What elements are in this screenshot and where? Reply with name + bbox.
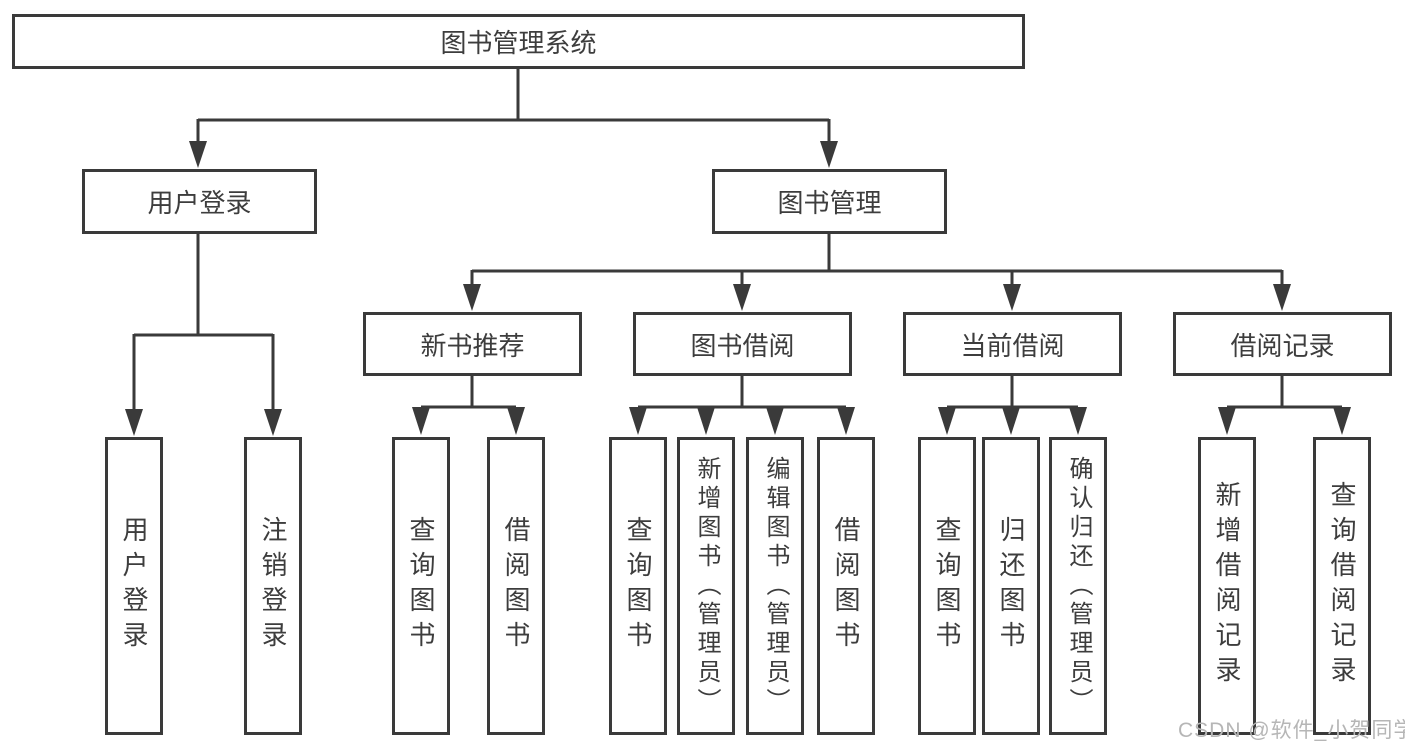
connector-book-borrow-branch: [638, 375, 846, 409]
leaf-add-borrow-record: 新增借阅记录: [1198, 437, 1256, 735]
connector-book-management-to-level3: [470, 233, 1284, 286]
arrowhead: [412, 407, 430, 435]
node-label: 图书管理系统: [440, 28, 597, 58]
node-label: 借阅图书: [501, 516, 531, 656]
arrowhead: [189, 141, 207, 168]
leaf-query-borrow-record: 查询借阅记录: [1313, 437, 1371, 735]
arrowhead: [629, 407, 647, 435]
arrowhead: [507, 407, 525, 435]
node-label: 查询图书: [932, 516, 962, 656]
watermark: CSDN @软件_小贺同学: [1178, 719, 1405, 742]
node-library-management-system: 图书管理系统: [12, 14, 1025, 69]
connector-root-to-level2: [196, 67, 831, 143]
node-label: 注销登录: [258, 516, 288, 656]
leaf-logout: 注销登录: [244, 437, 302, 735]
node-borrow-records: 借阅记录: [1173, 312, 1392, 376]
node-user-login: 用户登录: [82, 169, 317, 234]
node-label: 确认归还（管理员）: [1065, 455, 1092, 717]
arrowhead: [1002, 407, 1020, 435]
node-label: 借阅记录: [1230, 330, 1335, 361]
connector-borrow-records-branch: [1227, 375, 1342, 409]
node-label: 用户登录: [147, 188, 252, 218]
leaf-user-login: 用户登录: [105, 437, 163, 735]
arrowhead: [1273, 284, 1291, 311]
arrowhead: [1003, 284, 1021, 311]
leaf-query-books-current: 查询图书: [918, 437, 976, 735]
node-book-management: 图书管理: [712, 169, 947, 234]
node-label: 新增借阅记录: [1212, 481, 1242, 691]
node-label: 图书管理: [777, 188, 882, 218]
arrowhead: [733, 284, 751, 311]
node-book-borrow: 图书借阅: [633, 312, 852, 376]
connector-new-book-branch: [421, 375, 516, 409]
arrowhead: [697, 407, 715, 435]
arrowhead: [820, 141, 838, 168]
connector-current-borrow-branch: [947, 375, 1078, 409]
arrowhead: [766, 407, 784, 435]
node-label: 编辑图书（管理员）: [762, 455, 789, 717]
node-label: 当前借阅: [960, 330, 1065, 361]
node-label: 图书借阅: [690, 330, 795, 361]
node-label: 查询借阅记录: [1327, 481, 1357, 691]
arrowhead: [264, 409, 282, 436]
node-label: 新书推荐: [420, 330, 525, 361]
leaf-query-books-recommend: 查询图书: [392, 437, 450, 735]
node-label: 用户登录: [119, 516, 149, 656]
node-current-borrow: 当前借阅: [903, 312, 1122, 376]
leaf-add-book-admin: 新增图书（管理员）: [677, 437, 735, 735]
node-label: 借阅图书: [831, 516, 861, 656]
leaf-return-books: 归还图书: [982, 437, 1040, 735]
connector-user-login-branch: [132, 233, 275, 411]
arrowhead: [1333, 407, 1351, 435]
leaf-edit-book-admin: 编辑图书（管理员）: [746, 437, 804, 735]
node-label: 新增图书（管理员）: [693, 455, 720, 717]
arrowhead: [938, 407, 956, 435]
leaf-confirm-return-admin: 确认归还（管理员）: [1049, 437, 1107, 735]
leaf-borrow-books: 借阅图书: [817, 437, 875, 735]
arrowhead: [837, 407, 855, 435]
arrowhead: [463, 284, 481, 311]
arrowhead: [1069, 407, 1087, 435]
node-new-book-recommend: 新书推荐: [363, 312, 582, 376]
arrowhead: [1218, 407, 1236, 435]
leaf-borrow-books-recommend: 借阅图书: [487, 437, 545, 735]
arrowhead: [125, 409, 143, 436]
node-label: 查询图书: [406, 516, 436, 656]
leaf-query-books-borrow: 查询图书: [609, 437, 667, 735]
node-label: 归还图书: [996, 516, 1026, 656]
node-label: 查询图书: [623, 516, 653, 656]
